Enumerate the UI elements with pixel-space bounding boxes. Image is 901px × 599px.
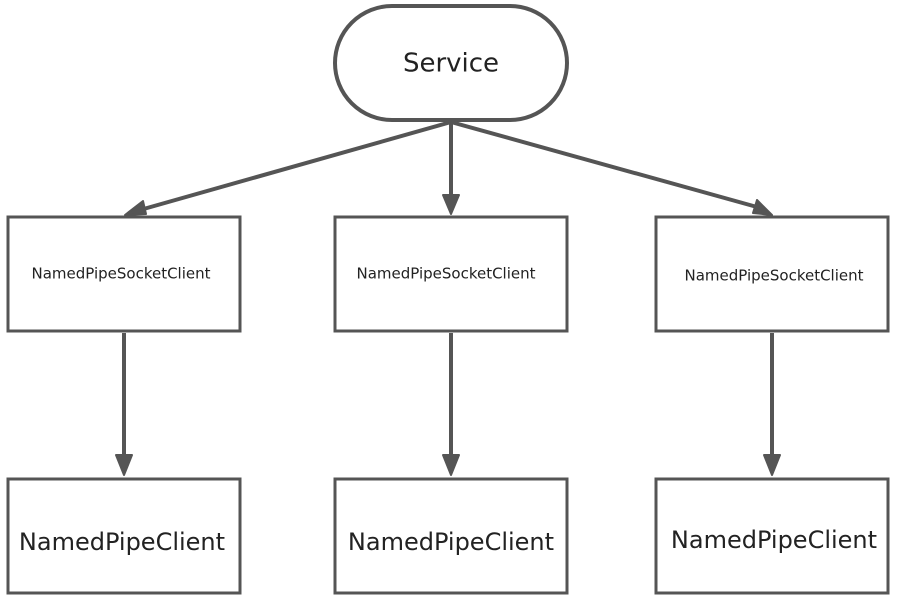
edge-socket-to-pipe-client-2 [442, 333, 460, 476]
pipe-client-node-3: NamedPipeClient [654, 477, 890, 595]
socket-client-node-1: NamedPipeSocketClient [6, 215, 242, 333]
pipe-client-node-3-shape [654, 477, 890, 595]
pipe-client-node-2: NamedPipeClient [333, 477, 569, 595]
pipe-client-label-1: NamedPipeClient [19, 528, 225, 556]
edge-service-to-socket-client-1 [124, 120, 452, 216]
service-label: Service [403, 49, 499, 79]
service-node-shape [333, 4, 569, 122]
socket-client-node-2-shape [333, 215, 569, 333]
edge-socket-to-pipe-client-3 [763, 333, 781, 476]
pipe-client-node-2-shape [333, 477, 569, 595]
socket-client-node-3: NamedPipeSocketClient [654, 215, 890, 333]
pipe-client-label-3: NamedPipeClient [671, 526, 877, 554]
pipe-client-node-1: NamedPipeClient [6, 477, 242, 595]
socket-client-node-3-shape [654, 215, 890, 333]
edge-socket-to-pipe-client-1 [115, 333, 133, 476]
edge-service-to-socket-client-3 [450, 120, 773, 216]
service-node: Service [333, 4, 569, 122]
edge-service-to-socket-client-2 [442, 122, 460, 215]
socket-client-node-2: NamedPipeSocketClient [333, 215, 569, 333]
pipe-client-label-2: NamedPipeClient [348, 528, 554, 556]
socket-client-label-3: NamedPipeSocketClient [684, 267, 863, 285]
socket-client-label-2: NamedPipeSocketClient [356, 265, 535, 283]
socket-client-node-1-shape [6, 215, 242, 333]
pipe-client-node-1-shape [6, 477, 242, 595]
socket-client-label-1: NamedPipeSocketClient [31, 265, 210, 283]
